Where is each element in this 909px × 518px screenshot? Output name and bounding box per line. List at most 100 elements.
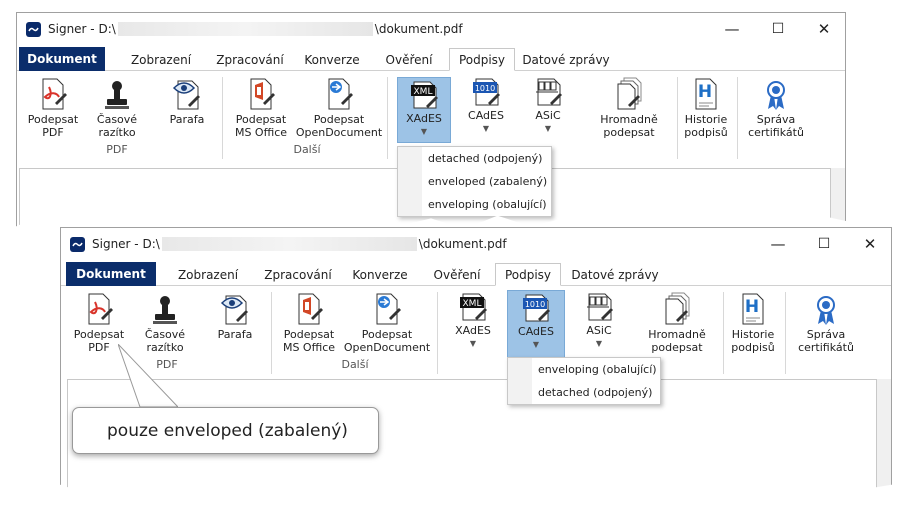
- group-separator: [387, 77, 388, 159]
- tab-overeni[interactable]: Ověření: [433, 267, 481, 282]
- tab-dokument[interactable]: Dokument: [66, 262, 156, 286]
- vertical-scrollbar[interactable]: [877, 379, 891, 493]
- certificate-ribbon-icon: [817, 296, 835, 325]
- close-button[interactable]: ✕: [863, 235, 877, 253]
- title-bar: Signer - D:\\dokument.pdf — ☐ ✕: [61, 228, 891, 262]
- minimize-button[interactable]: —: [724, 20, 740, 38]
- label-line: Podepsat: [361, 328, 413, 341]
- asic-container-icon: [536, 78, 562, 106]
- history-h-icon: H: [742, 293, 764, 325]
- menu-item-detached[interactable]: detached (odpojený): [428, 152, 543, 165]
- label-line: CAdES: [518, 325, 554, 338]
- opendocument-sign-icon: [328, 78, 353, 110]
- tab-konverze[interactable]: Konverze: [352, 267, 408, 282]
- pdf-sign-icon: [42, 78, 67, 110]
- parafa-button[interactable]: Parafa: [205, 290, 265, 341]
- group-separator: [723, 292, 724, 374]
- dropdown-caret-icon: ▼: [544, 124, 552, 133]
- maximize-button[interactable]: ☐: [771, 21, 785, 37]
- menu-item-enveloping[interactable]: enveloping (obalující): [428, 198, 547, 211]
- tab-podpisy[interactable]: Podpisy: [495, 263, 561, 286]
- tab-datove-zpravy[interactable]: Datové zprávy: [522, 52, 610, 67]
- label-line: MS Office: [234, 126, 288, 139]
- tab-zobrazeni[interactable]: Zobrazení: [130, 52, 192, 67]
- label-line: MS Office: [282, 341, 336, 354]
- label-line: podpisů: [684, 126, 728, 139]
- xades-dropdown-menu: detached (odpojený) enveloped (zabalený)…: [397, 146, 552, 217]
- tab-dokument[interactable]: Dokument: [19, 47, 105, 71]
- menu-item-enveloped[interactable]: enveloped (zabalený): [428, 175, 548, 188]
- maximize-button[interactable]: ☐: [817, 236, 831, 252]
- app-logo-icon: [70, 237, 85, 252]
- group-separator: [737, 77, 738, 159]
- group-separator: [437, 292, 438, 374]
- svg-text:H: H: [745, 297, 759, 317]
- label-line: PDF: [42, 126, 64, 139]
- label-line: razítko: [98, 126, 136, 139]
- pdf-sign-icon: [88, 293, 113, 325]
- cades-button[interactable]: 1010 CAdES▼: [459, 75, 513, 135]
- cades-dropdown-menu: enveloping (obalující) detached (odpojen…: [507, 357, 661, 405]
- label-line: podepsat: [603, 126, 655, 139]
- tab-zobrazeni[interactable]: Zobrazení: [177, 267, 239, 282]
- asic-button[interactable]: ASiC▼: [571, 290, 627, 350]
- label-line: Podepsat: [27, 113, 79, 126]
- signer-window-xades: Signer - D:\\dokument.pdf — ☐ ✕ Dokument…: [16, 12, 846, 230]
- redacted-path: [161, 237, 417, 251]
- label-line: Parafa: [217, 328, 253, 341]
- window-title: Signer - D:\\dokument.pdf: [48, 22, 463, 36]
- tab-konverze[interactable]: Konverze: [304, 52, 360, 67]
- asic-button[interactable]: ASiC▼: [521, 75, 575, 135]
- xades-button[interactable]: XML XAdES▼: [445, 290, 501, 350]
- menu-gutter: [398, 147, 422, 216]
- redacted-path: [117, 22, 373, 36]
- tab-datove-zpravy[interactable]: Datové zprávy: [571, 267, 659, 282]
- label-line: razítko: [146, 341, 184, 354]
- group-label-pdf: PDF: [156, 358, 178, 371]
- menu-item-detached[interactable]: detached (odpojený): [538, 386, 653, 399]
- close-button[interactable]: ✕: [817, 20, 831, 38]
- label-line: podpisů: [731, 341, 775, 354]
- label-line: Časové: [144, 328, 186, 341]
- label-line: certifikátů: [748, 126, 804, 139]
- label-line: Správa: [806, 328, 846, 341]
- annotation-callout: pouze enveloped (zabalený): [72, 407, 379, 454]
- menu-item-enveloping[interactable]: enveloping (obalující): [538, 363, 657, 376]
- cades-1010-icon: 1010: [523, 294, 550, 322]
- parafa-eye-icon: [172, 80, 200, 110]
- vertical-scrollbar[interactable]: [831, 168, 845, 230]
- dropdown-caret-icon: ▼: [482, 124, 490, 133]
- tab-zpracovani[interactable]: Zpracování: [216, 52, 284, 67]
- tab-overeni[interactable]: Ověření: [385, 52, 433, 67]
- minimize-button[interactable]: —: [770, 235, 786, 253]
- label-line: OpenDocument: [343, 341, 431, 354]
- tab-zpracovani[interactable]: Zpracování: [264, 267, 332, 282]
- group-label-dalsi: Další: [341, 358, 369, 371]
- tab-podpisy[interactable]: Podpisy: [449, 48, 515, 71]
- label-line: Podepsat: [283, 328, 335, 341]
- xades-button[interactable]: XML XAdES▼: [397, 77, 451, 143]
- label-line: Hromadně: [648, 328, 706, 341]
- label-line: ASiC: [586, 324, 612, 337]
- office-sign-icon: [250, 78, 275, 110]
- cades-button[interactable]: 1010 CAdES▼: [507, 290, 565, 358]
- parafa-button[interactable]: Parafa: [157, 75, 217, 126]
- batch-sign-icon: [617, 77, 642, 110]
